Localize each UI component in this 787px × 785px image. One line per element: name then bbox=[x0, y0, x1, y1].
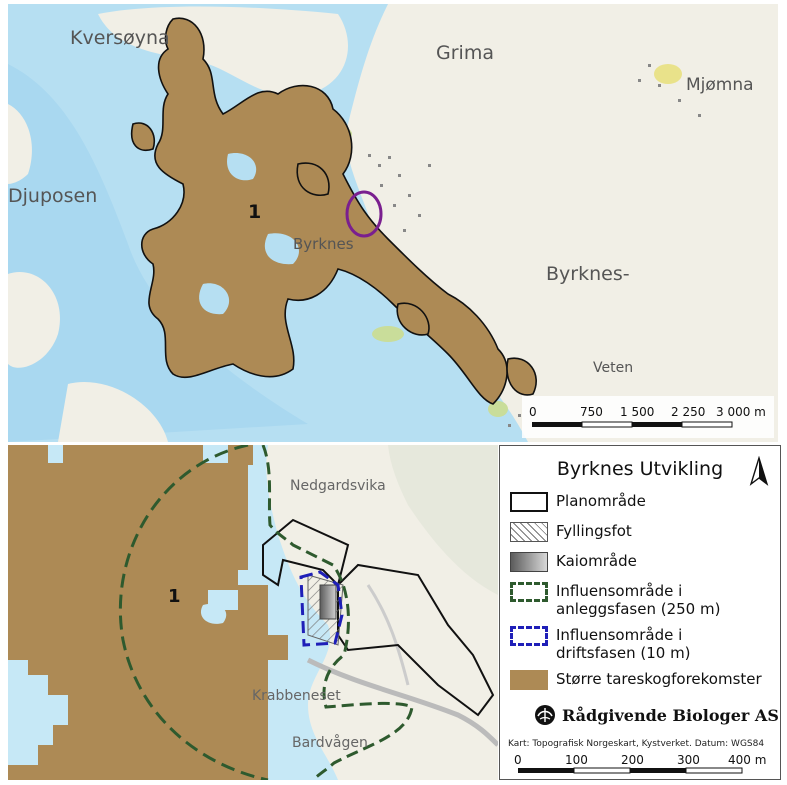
scale-tick-label: 2 250 bbox=[671, 405, 705, 419]
kelp-gap bbox=[8, 660, 28, 675]
inset-map-canvas: Nedgardsvika Krabbeneset Bardvågen 1 bbox=[8, 445, 498, 780]
place-label-veten: Veten bbox=[593, 360, 633, 376]
scale-tick-label: 750 bbox=[580, 405, 603, 419]
scale-tick-label: 400 m bbox=[728, 753, 766, 767]
southwest-island bbox=[8, 272, 60, 368]
road bbox=[366, 584, 410, 686]
legend-item-label: Planområde bbox=[556, 492, 646, 510]
influence-area-operation bbox=[299, 570, 344, 647]
north-arrow-icon bbox=[748, 455, 770, 490]
kelp-area-number: 1 bbox=[168, 586, 181, 607]
legend-item-label: Kaiområde bbox=[556, 552, 637, 570]
influence-construction-symbol bbox=[510, 582, 548, 602]
kelp-forest-overview bbox=[131, 17, 537, 405]
inset-scale-bar: 0 100 200 300 400 m bbox=[514, 753, 766, 774]
plan-area-outline bbox=[262, 518, 350, 587]
fill-foot-symbol bbox=[510, 522, 548, 542]
scale-tick-label: 0 bbox=[529, 405, 537, 419]
west-island bbox=[8, 104, 32, 184]
place-label-mjomna: Mjømna bbox=[686, 75, 754, 95]
overview-map[interactable]: Kversøyna Grima Mjømna Djuposen Byrknes … bbox=[8, 4, 778, 442]
project-location-marker bbox=[345, 190, 383, 238]
kelp-area-number: 1 bbox=[248, 201, 261, 223]
legend-item-label: Influensområde i driftsfasen (10 m) bbox=[556, 626, 691, 662]
legend-item-kelp-forest: Større tareskogforekomster bbox=[510, 670, 762, 690]
overview-map-canvas: Kversøyna Grima Mjømna Djuposen Byrknes … bbox=[8, 4, 778, 442]
scale-tick-label: 1 500 bbox=[620, 405, 654, 419]
legend-item-quay: Kaiområde bbox=[510, 552, 637, 572]
south-island bbox=[58, 382, 168, 442]
scale-tick-label: 200 bbox=[621, 753, 644, 767]
scale-tick-label: 100 bbox=[565, 753, 588, 767]
plan-area-symbol bbox=[510, 492, 548, 512]
place-label-byrknes-area: Byrknes- bbox=[546, 263, 630, 285]
road bbox=[306, 657, 498, 747]
place-label-byrknes-village: Byrknes bbox=[293, 235, 354, 253]
kelp-gaps bbox=[199, 153, 299, 315]
legend-item-fill-foot: Fyllingsfot bbox=[510, 522, 632, 542]
place-label-grima: Grima bbox=[436, 42, 494, 64]
company-name: Rådgivende Biologer AS bbox=[562, 705, 779, 725]
influence-area-construction bbox=[261, 445, 414, 780]
settlement-dots bbox=[368, 64, 701, 427]
place-label-krabbeneset: Krabbeneset bbox=[252, 688, 341, 704]
kversoyna-island bbox=[98, 6, 348, 97]
inset-map[interactable]: Nedgardsvika Krabbeneset Bardvågen 1 bbox=[8, 445, 498, 780]
open-sea bbox=[8, 64, 308, 442]
legend-title: Byrknes Utvikling bbox=[556, 458, 724, 480]
map-credit: Kart: Topografisk Norgeskart, Kystverket… bbox=[508, 739, 765, 749]
green-patch bbox=[488, 401, 508, 417]
scale-tick-label: 300 bbox=[677, 753, 700, 767]
place-label-nedgardsvika: Nedgardsvika bbox=[290, 478, 386, 494]
legend-item-label: Større tareskogforekomster bbox=[556, 670, 762, 688]
legend-item-label: Fyllingsfot bbox=[556, 522, 632, 540]
influence-operation-symbol bbox=[510, 626, 548, 646]
quay-area bbox=[319, 584, 337, 620]
quay-symbol bbox=[510, 552, 548, 572]
place-label-kversoyna: Kversøyna bbox=[70, 27, 170, 49]
kelp-gap bbox=[200, 603, 227, 624]
legend-item-label: Influensområde i anleggsfasen (250 m) bbox=[556, 582, 721, 618]
place-label-bardvagen: Bardvågen bbox=[292, 734, 368, 751]
company-logo: Rådgivende Biologer AS bbox=[534, 704, 779, 726]
legend-item-plan-area: Planområde bbox=[510, 492, 646, 512]
green-patch bbox=[372, 326, 404, 342]
place-label-djuposen: Djuposen bbox=[8, 185, 97, 207]
map-legend: Byrknes Utvikling Planområde Fyllingsfot… bbox=[499, 445, 781, 780]
legend-item-influence-operation: Influensområde i driftsfasen (10 m) bbox=[510, 626, 736, 662]
mjomna-island bbox=[628, 11, 778, 164]
overview-scale-bar: 0 750 1 500 2 250 3 000 m bbox=[522, 396, 774, 438]
kelp-forest-inset bbox=[8, 445, 288, 780]
yellow-patch bbox=[654, 64, 682, 84]
hill-area bbox=[388, 445, 498, 595]
scale-tick-label: 0 bbox=[514, 753, 522, 767]
kelp-forest-symbol bbox=[510, 670, 548, 690]
scale-bar-background bbox=[522, 396, 774, 438]
scale-tick-label: 3 000 m bbox=[716, 405, 766, 419]
company-logo-icon bbox=[535, 705, 555, 725]
legend-item-influence-construction: Influensområde i anleggsfasen (250 m) bbox=[510, 582, 756, 618]
influence-area-construction-west bbox=[118, 445, 269, 780]
